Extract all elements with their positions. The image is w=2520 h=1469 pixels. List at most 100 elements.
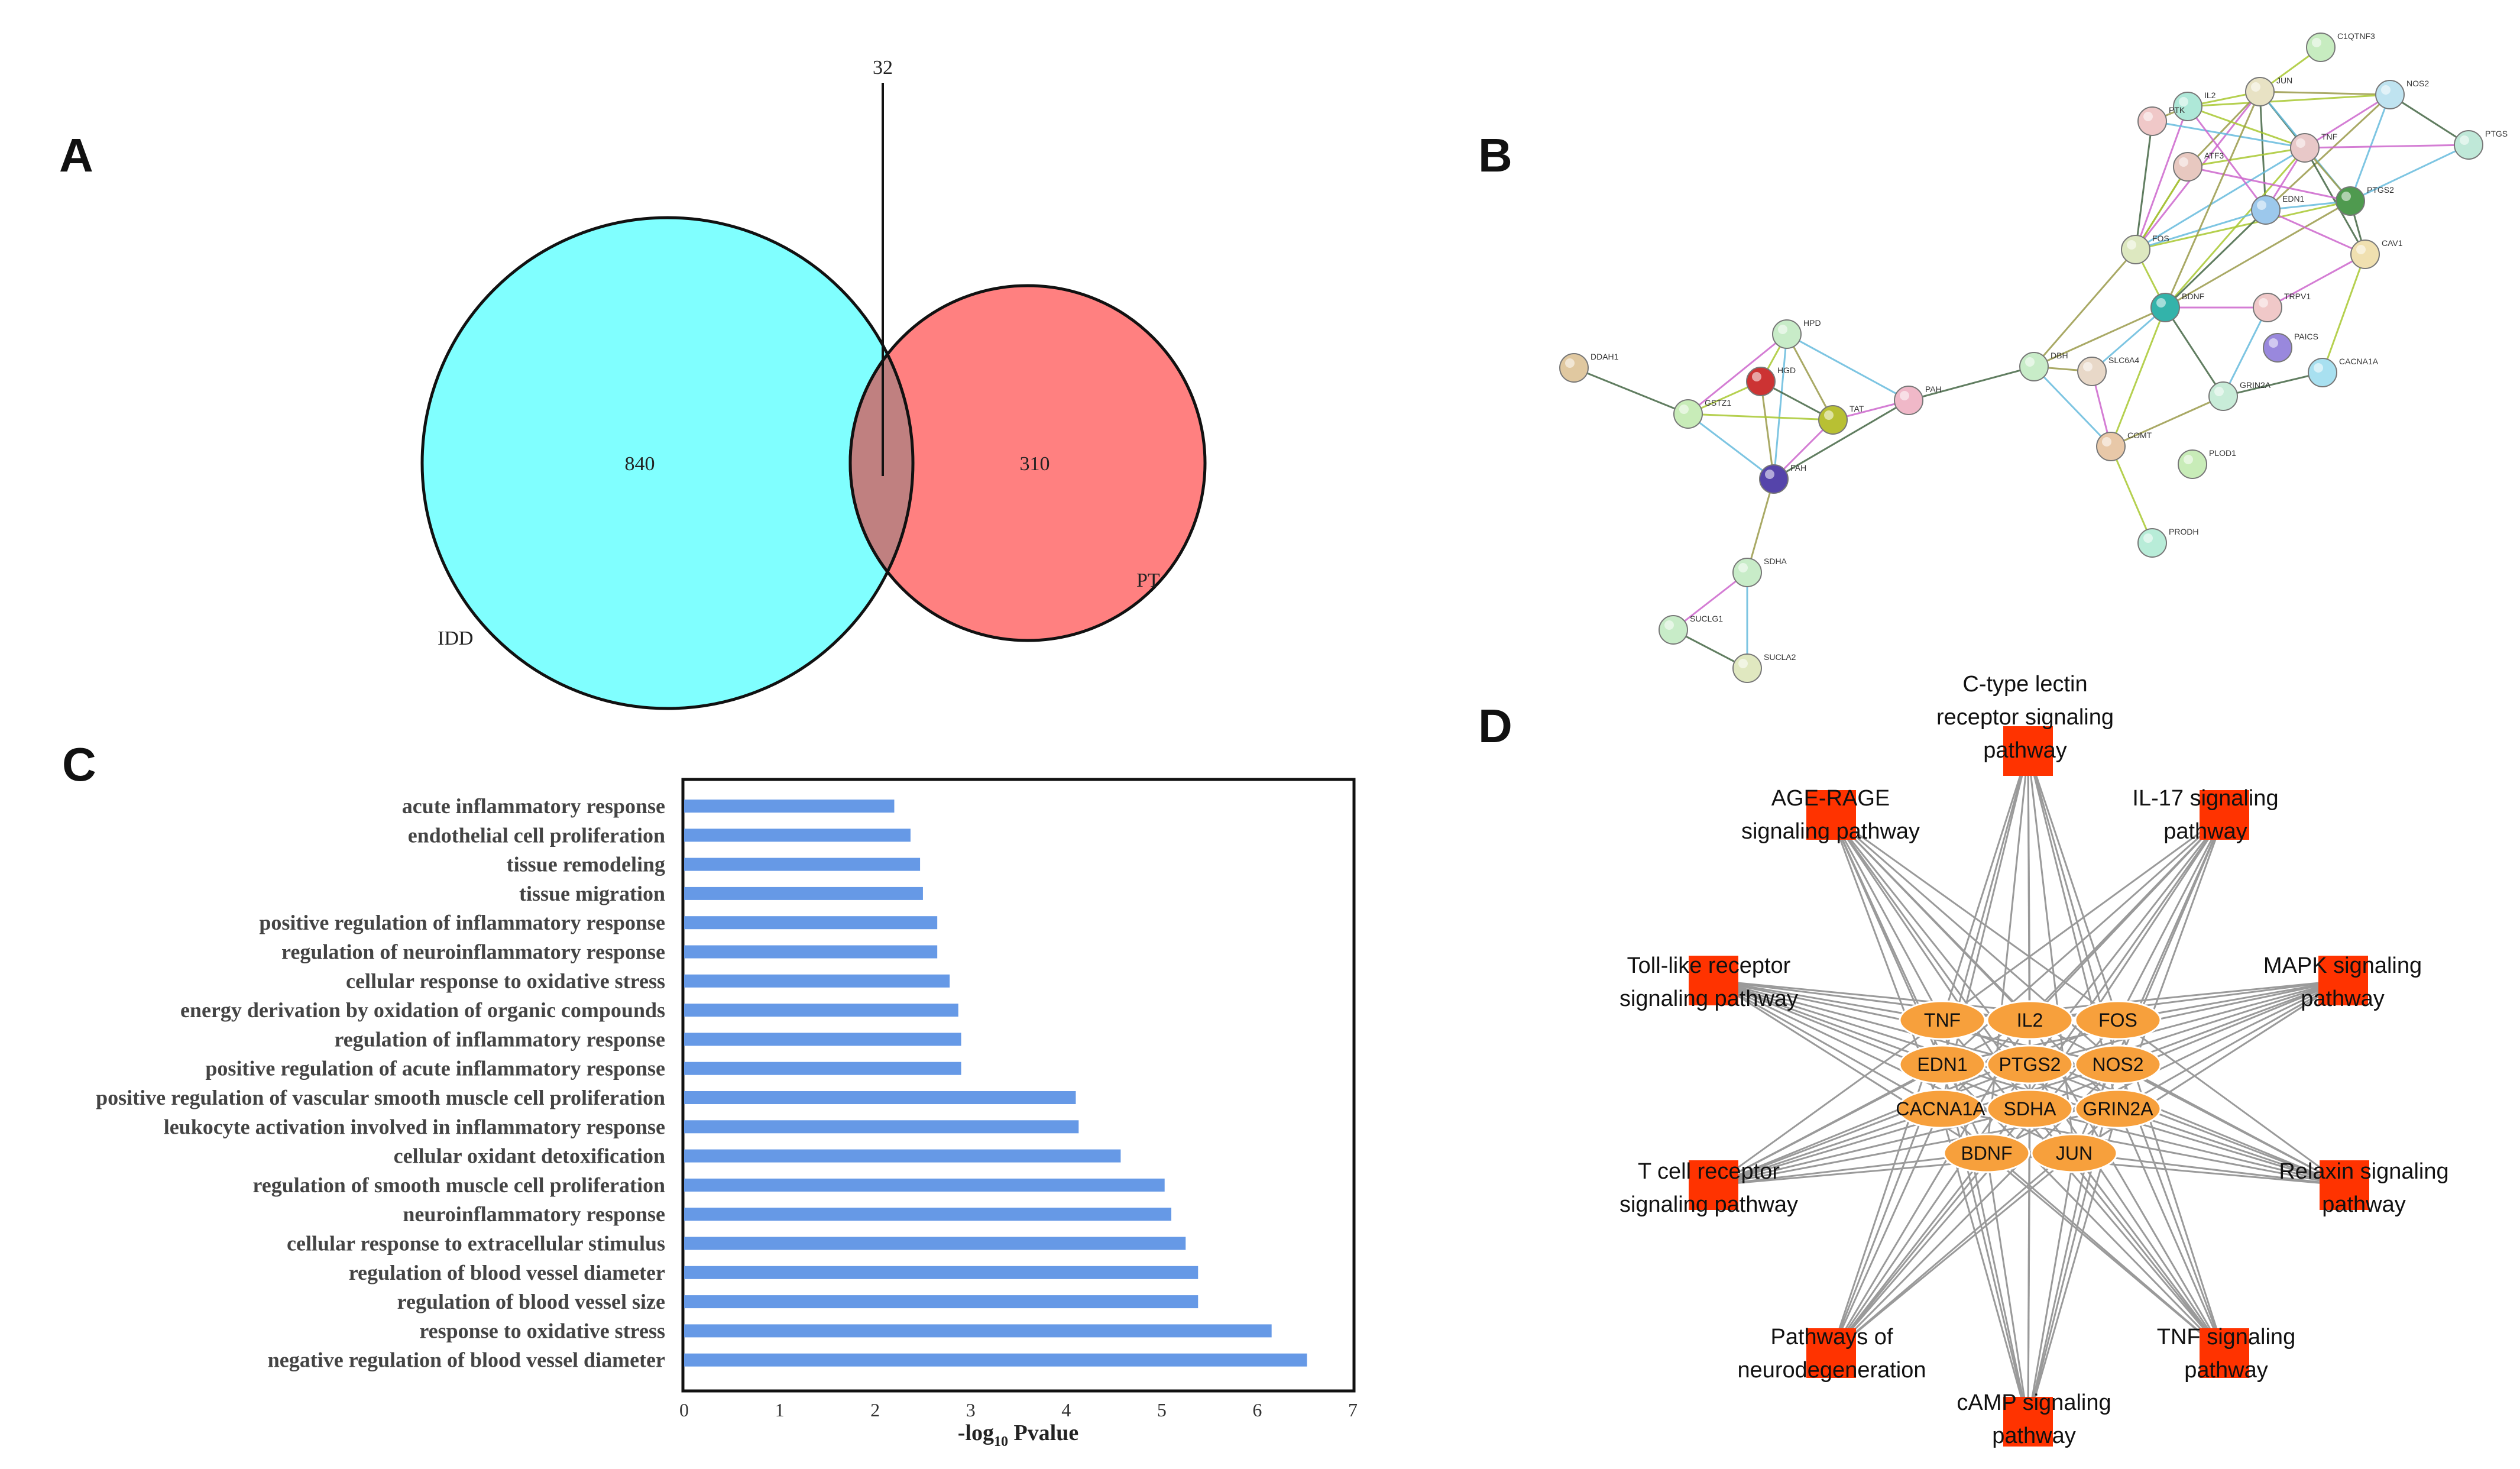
gene-label: CACNA1A (1896, 1098, 1985, 1119)
ppi-node-highlight (1752, 372, 1761, 381)
ppi-node-circle (2121, 235, 2150, 264)
network-edge (2117, 814, 2226, 1021)
category-label: regulation of smooth muscle cell prolife… (252, 1173, 665, 1197)
x-tick-label: 1 (775, 1399, 785, 1421)
ppi-node-circle (2137, 528, 2167, 558)
ppi-edge (1773, 334, 1788, 480)
network-edge (1713, 1019, 1943, 1186)
gene-node: EDN1 (1899, 1044, 1986, 1085)
ppi-edge (2304, 144, 2469, 149)
ppi-edge (2321, 254, 2366, 373)
ppi-edge (2134, 106, 2189, 250)
ppi-edge (2091, 306, 2166, 373)
ppi-node-label: TAT (1849, 404, 1864, 413)
network-edge (1830, 1153, 1988, 1354)
network-edge (1941, 750, 2029, 1021)
ppi-edge (2164, 307, 2224, 397)
network-edge (2027, 1020, 2119, 1422)
ppi-edge (2134, 121, 2153, 250)
category-label: leukocyte activation involved in inflamm… (164, 1115, 665, 1138)
ppi-node-label: DBH (2051, 351, 2068, 360)
pt-set-label: PT (1136, 570, 1160, 591)
network-edge (2073, 1153, 2226, 1354)
x-tick-label: 6 (1252, 1399, 1262, 1421)
ppi-node-highlight (1900, 391, 1909, 400)
pathway-square (1806, 790, 1856, 840)
network-edge (1713, 979, 2030, 1110)
ppi-node-label: SLC6A4 (2108, 355, 2139, 365)
ppi-edge (2152, 120, 2305, 149)
category-label: cellular response to oxidative stress (346, 969, 665, 993)
gene-node: SDHA (1986, 1089, 2074, 1129)
gene-label: GRIN2A (2082, 1098, 2153, 1119)
pt-only-count: 310 (1020, 453, 1050, 475)
ppi-node-circle (2096, 432, 2126, 461)
ppi-edge (2164, 91, 2261, 308)
gene-ellipse (1986, 1089, 2074, 1129)
gene-ellipse (2074, 1000, 2162, 1040)
ppi-node-label: PLOD1 (2209, 448, 2236, 458)
ppi-node-circle (1732, 558, 1762, 587)
ppi-node: SUCLA2 (1732, 652, 1796, 683)
ppi-node-circle (2150, 293, 2180, 322)
bar-group (684, 800, 1307, 1367)
ppi-node-label: CACNA1A (2339, 357, 2379, 366)
pathway-square (1689, 1160, 1738, 1210)
ppi-node: CAV1 (2350, 238, 2403, 269)
x-tick-label: 3 (966, 1399, 976, 1421)
ppi-node: TRPV1 (2253, 292, 2311, 322)
gene-label: NOS2 (2092, 1054, 2143, 1075)
network-edge (2029, 1108, 2345, 1186)
ppi-edge (2259, 91, 2267, 211)
network-edge (1830, 814, 1944, 1021)
ppi-edge (2165, 200, 2351, 309)
ppi-edge (2265, 209, 2366, 255)
ppi-node-circle (2308, 358, 2337, 387)
ppi-node-circle (1559, 353, 1589, 383)
ppi-node-highlight (2156, 298, 2166, 308)
ppi-node: COMT (2096, 431, 2152, 461)
ppi-node-label: C1QTNF3 (2337, 31, 2375, 41)
ppi-edge (1687, 413, 1834, 421)
ppi-edge (2134, 166, 2189, 250)
ppi-node-highlight (2460, 135, 2469, 145)
ppi-node: PRODH (2137, 527, 2199, 558)
ppi-edge (2223, 371, 2323, 397)
category-label: response to oxidative stress (419, 1319, 665, 1342)
gene-node: BDNF (1943, 1133, 2030, 1173)
network-edge (2117, 979, 2344, 1110)
gene-node: JUN (2030, 1133, 2118, 1173)
bar (684, 1266, 1199, 1279)
ppi-node-label: SUCLG1 (1690, 614, 1723, 623)
ppi-node: HGD (1746, 365, 1796, 396)
ppi-node-label: DDAH1 (1591, 352, 1619, 361)
ppi-edge (1760, 381, 1775, 480)
ppi-edge (1687, 333, 1787, 415)
ppi-edge (1687, 413, 1774, 480)
category-label: cellular oxidant detoxification (394, 1144, 665, 1168)
network-edge (2029, 979, 2344, 1066)
gene-label: PTGS2 (1999, 1054, 2061, 1075)
ppi-node-circle (1673, 399, 1703, 429)
ppi-node-highlight (2296, 138, 2305, 148)
ppi-node: DBH (2019, 351, 2068, 381)
network-edge (1942, 814, 2225, 1021)
ppi-node: PAICS (2263, 332, 2318, 363)
ppi-node-highlight (1679, 405, 1689, 414)
ppi-node-label: FOS (2152, 234, 2169, 243)
ppi-node-circle (2077, 357, 2107, 386)
category-label: tissue migration (519, 882, 665, 905)
ppi-node-circle (2245, 77, 2275, 106)
ppi-node: HPD (1772, 318, 1821, 349)
ppi-edge (2135, 209, 2266, 251)
bar (684, 1033, 961, 1046)
gene-node: CACNA1A (1896, 1089, 1985, 1129)
ppi-node-label: BDNF (2182, 292, 2204, 301)
ppi-edge (1673, 571, 1748, 631)
network-edge (1986, 1152, 2225, 1354)
